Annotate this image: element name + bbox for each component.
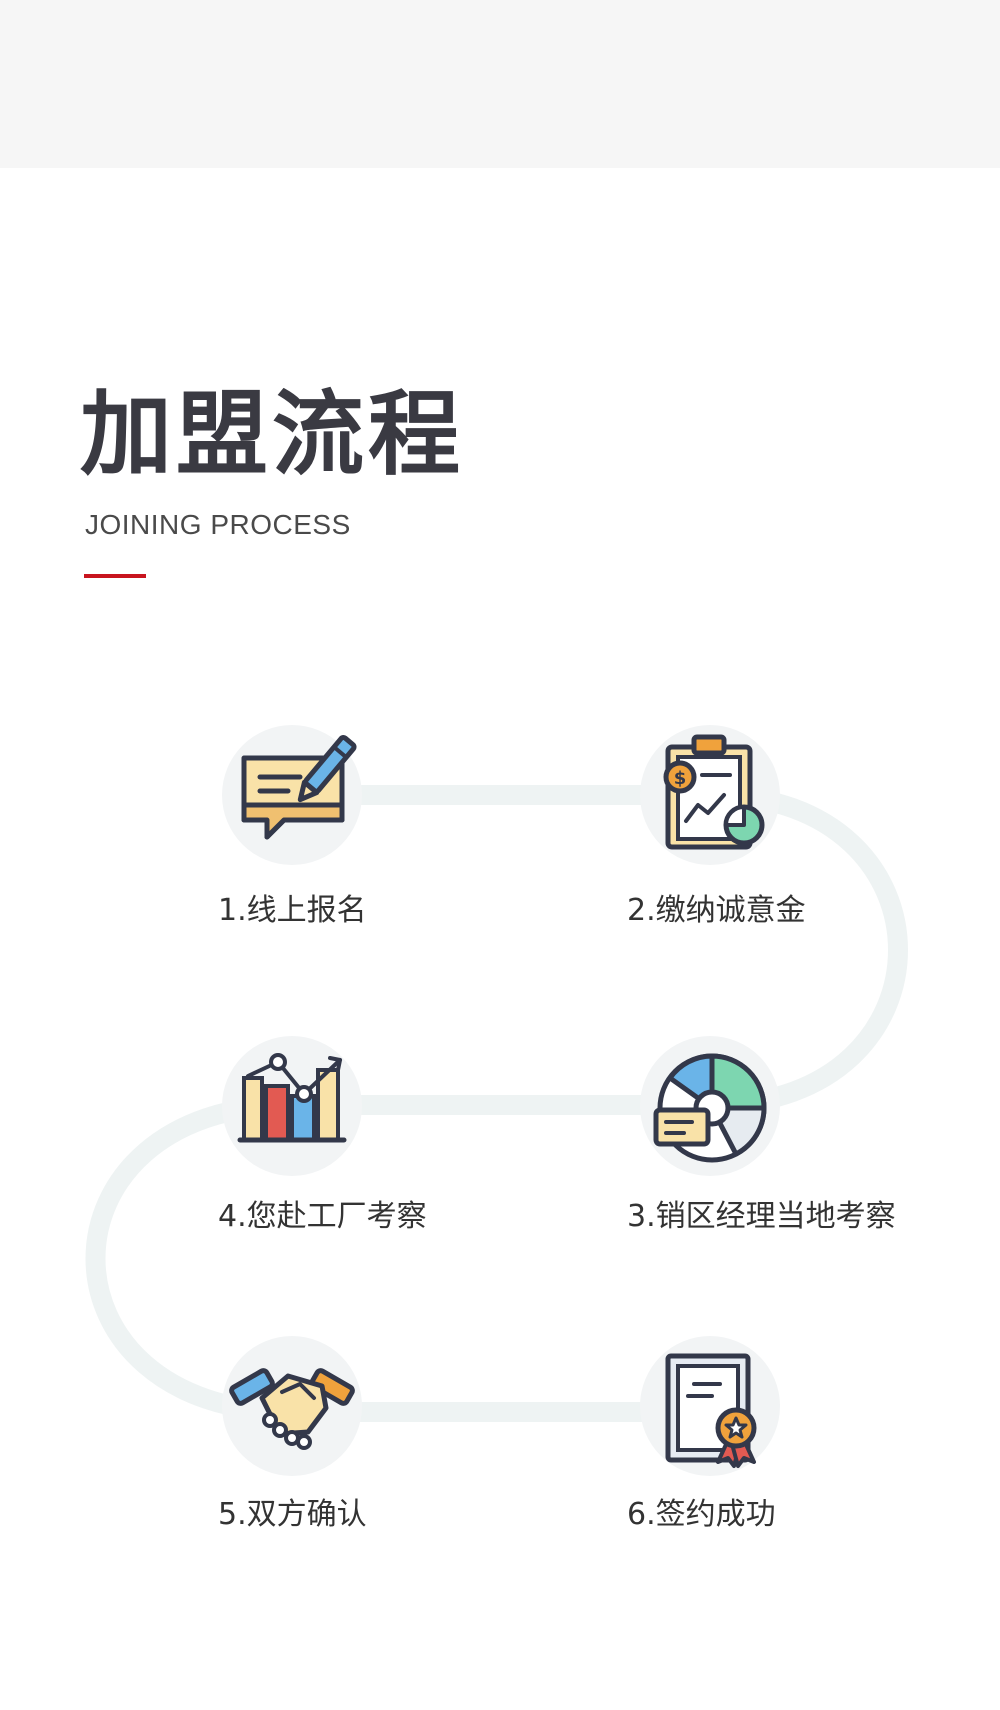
svg-text:$: $ xyxy=(674,768,687,789)
step-3-icon-circle xyxy=(640,1036,780,1176)
letter-pen-icon xyxy=(241,735,357,840)
bar-chart-icon xyxy=(237,1053,347,1143)
top-band xyxy=(0,0,1000,168)
pie-chart-icon xyxy=(653,1053,767,1163)
step-5-label: 5.双方确认 xyxy=(218,1497,367,1532)
step-4-label: 4.您赴工厂考察 xyxy=(218,1199,427,1234)
process-path-line xyxy=(85,785,908,1422)
step-4-icon-circle xyxy=(222,1036,362,1176)
clipboard-dollar-icon: $ xyxy=(663,734,765,850)
step-2-label: 2.缴纳诚意金 xyxy=(627,893,806,928)
page-title: 加盟流程 xyxy=(80,381,465,488)
handshake-icon xyxy=(229,1368,355,1450)
step-1-label: 1.线上报名 xyxy=(218,893,367,928)
step-3-label: 3.销区经理当地考察 xyxy=(627,1199,896,1234)
page-subtitle: JOINING PROCESS xyxy=(85,509,351,540)
step-5-icon-circle xyxy=(222,1336,362,1476)
accent-line xyxy=(84,574,146,578)
step-6-icon-circle xyxy=(640,1336,780,1476)
step-1-icon-circle xyxy=(222,725,362,865)
step-6-label: 6.签约成功 xyxy=(627,1497,776,1532)
certificate-icon xyxy=(665,1353,757,1468)
step-2-icon-circle: $ xyxy=(640,725,780,865)
